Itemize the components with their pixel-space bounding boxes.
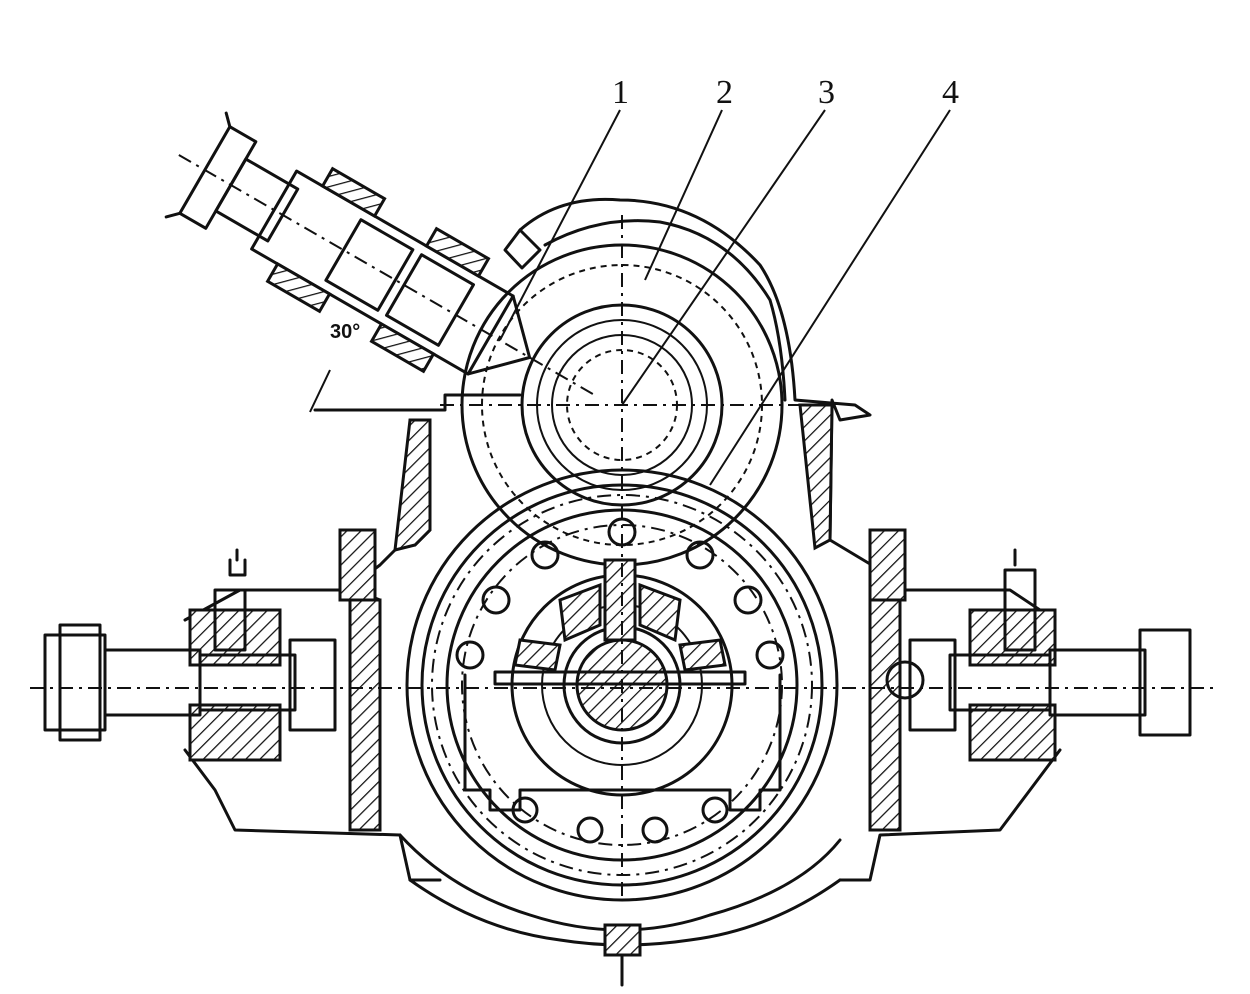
angle-marking: 30° [330,321,360,343]
pinion-assembly [164,111,596,396]
lower-housing [398,833,842,987]
leader-lines [499,109,951,486]
center-lines [30,215,1215,900]
part-label-3: 3 [818,74,835,111]
part-label-2: 2 [716,74,733,111]
left-axle-housing [43,528,442,882]
part-label-1: 1 [612,74,629,111]
upper-housing [313,197,882,582]
right-axle-housing [838,528,1192,882]
part-label-4: 4 [942,74,959,111]
